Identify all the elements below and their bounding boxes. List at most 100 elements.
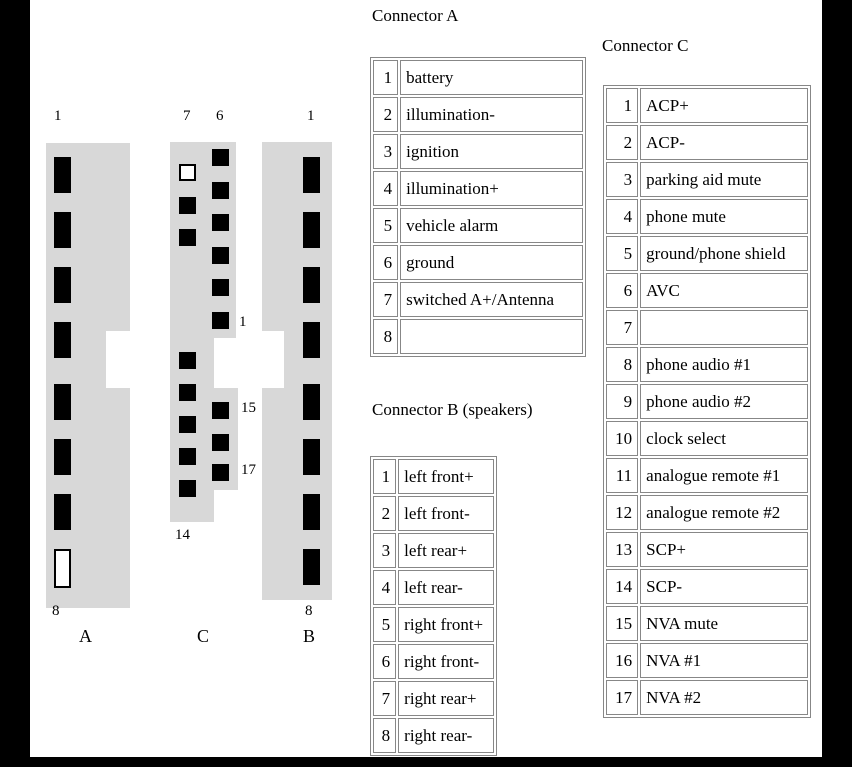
pin-function-cell: switched A+/Antenna (400, 282, 583, 317)
pin-number-cell: 11 (606, 458, 639, 493)
pin-number-cell: 9 (606, 384, 639, 419)
pin-number-cell: 17 (606, 680, 639, 715)
pin-number-cell: 8 (373, 718, 397, 753)
pin-function-cell: left rear+ (398, 533, 494, 568)
pin-number-cell: 4 (606, 199, 639, 234)
connector-c-pin-3 (212, 247, 229, 264)
pin-function-cell: ground (400, 245, 583, 280)
pin-function-cell: parking aid mute (640, 162, 808, 197)
connector-c-pin17-label: 17 (241, 462, 256, 478)
pin-function-cell: ground/phone shield (640, 236, 808, 271)
pin-function-cell: analogue remote #2 (640, 495, 808, 530)
pin-number-cell: 14 (606, 569, 639, 604)
connector-a-pin-2 (54, 212, 71, 248)
pin-number-cell: 8 (373, 319, 399, 354)
pin-function-cell: SCP- (640, 569, 808, 604)
connector-c-pin-17 (212, 464, 229, 481)
pin-function-cell: right front- (398, 644, 494, 679)
connector-a-table-title: Connector A (372, 6, 459, 25)
pin-number-cell: 1 (606, 88, 639, 123)
connector-a-name-label: A (79, 626, 92, 646)
connector-c-pin-13 (179, 448, 196, 465)
pin-number-cell: 8 (606, 347, 639, 382)
connector-b-pin-5 (303, 384, 320, 420)
connector-c-pin-2 (212, 279, 229, 296)
pin-number-cell: 6 (606, 273, 639, 308)
connector-c-pin7-label: 7 (183, 108, 191, 124)
connector-b-name-label: B (303, 626, 316, 646)
pin-function-cell: vehicle alarm (400, 208, 583, 243)
pin-function-cell (640, 310, 808, 345)
connector-b-pin-4 (303, 322, 320, 358)
connector-c-pin-5 (212, 182, 229, 199)
pin-number-cell: 6 (373, 644, 397, 679)
pin-number-cell: 7 (373, 681, 397, 716)
connector-c-pin-11 (179, 384, 196, 401)
pin-function-cell: battery (400, 60, 583, 95)
pin-function-cell: NVA mute (640, 606, 808, 641)
connector-c-pin-15 (212, 402, 229, 419)
connector-b-pin1-label: 1 (307, 108, 315, 124)
connector-a-pin-5 (54, 384, 71, 420)
connector-a-pin-1 (54, 157, 71, 193)
connector-b-pin-7 (303, 494, 320, 530)
pin-number-cell: 1 (373, 60, 399, 95)
connector-b-pin8-label: 8 (305, 603, 313, 619)
connector-c-pin-1 (212, 312, 229, 329)
connector-c-pin-8 (179, 197, 196, 214)
connector-a-pin-3 (54, 267, 71, 303)
pin-function-cell: ACP+ (640, 88, 808, 123)
connector-a-pin1-label: 1 (54, 108, 62, 124)
pin-number-cell: 7 (606, 310, 639, 345)
connector-c-pin14-label: 14 (175, 527, 190, 543)
pin-function-cell: right rear+ (398, 681, 494, 716)
pin-number-cell: 7 (373, 282, 399, 317)
connector-a-pin-6 (54, 439, 71, 475)
pin-function-cell: left front+ (398, 459, 494, 494)
connector-a-pin8-label: 8 (52, 603, 60, 619)
table-row: 8 (373, 319, 583, 354)
pin-number-cell: 2 (373, 496, 397, 531)
pin-function-cell: SCP+ (640, 532, 808, 567)
connector-b-pin-2 (303, 212, 320, 248)
pin-number-cell: 5 (606, 236, 639, 271)
pin-number-cell: 5 (373, 607, 397, 642)
connector-b-pin-3 (303, 267, 320, 303)
pin-number-cell: 3 (373, 134, 399, 169)
connector-c-pin-10 (179, 352, 196, 369)
pin-number-cell: 13 (606, 532, 639, 567)
pin-function-cell: NVA #2 (640, 680, 808, 715)
pin-number-cell: 10 (606, 421, 639, 456)
pin-number-cell: 6 (373, 245, 399, 280)
pin-function-cell: left rear- (398, 570, 494, 605)
pin-function-cell: phone audio #1 (640, 347, 808, 382)
connector-c-pin-7-hollow (179, 164, 196, 181)
connector-c-name-label: C (197, 626, 210, 646)
pin-function-cell: ignition (400, 134, 583, 169)
